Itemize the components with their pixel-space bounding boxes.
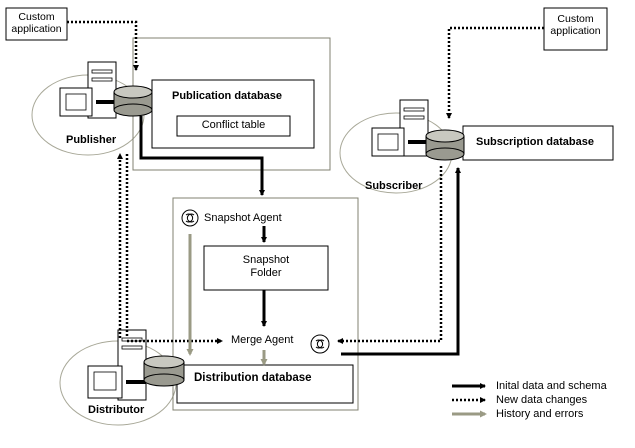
custom-app-left-box (5, 7, 68, 41)
legend-label-initial: Inital data and schema (496, 380, 607, 392)
subscriber-disk-icon (425, 129, 465, 161)
publisher-to-snapshot-agent (139, 116, 265, 196)
distribution-db-box (176, 364, 354, 404)
snapshot-agent-label: Snapshot Agent (204, 212, 282, 224)
conflict-table-box (176, 115, 291, 137)
subscription-db-label: Subscription database (476, 136, 594, 148)
distributor-label: Distributor (88, 404, 145, 416)
legend (452, 383, 487, 418)
legend-label-new: New data changes (496, 394, 588, 406)
merge-agent-to-subscriber (341, 167, 461, 356)
publication-db-label: Publication database (172, 90, 283, 102)
snapshot-folder-box (203, 245, 329, 291)
subscriber-server-icon (371, 99, 429, 157)
new-data-changes-flows (67, 20, 544, 344)
snapshot-agent-icon (181, 209, 199, 227)
distributor-disk-icon (143, 355, 185, 387)
legend-label-history: History and errors (496, 408, 584, 420)
subscriber-label: Subscriber (365, 180, 423, 192)
merge-agent-icon (310, 334, 330, 354)
publication-db-box (151, 79, 315, 149)
conflict-table-label: Conflict table (201, 119, 266, 131)
history-flows (186, 234, 268, 366)
custom-app-right-box (543, 7, 608, 51)
custom-app-left-to-publisher (67, 20, 139, 71)
custom-app-right-to-subscriber (446, 26, 544, 119)
merge-agent-label: Merge Agent (231, 334, 294, 346)
publisher-server-icon (59, 61, 117, 119)
distribution-db-label: Distribution database (194, 372, 312, 384)
distributor-server-icon (87, 329, 147, 401)
publisher-disk-icon (113, 85, 153, 117)
distributor-frame (172, 197, 359, 411)
custom-app-right-label: Custom application (550, 13, 601, 37)
snapshot-folder-label: Snapshot Folder (242, 254, 290, 279)
custom-app-left-label: Custom application (11, 11, 62, 35)
initial-data-flows (139, 116, 461, 356)
publisher-label: Publisher (66, 134, 117, 146)
subscription-db-box (462, 125, 614, 161)
